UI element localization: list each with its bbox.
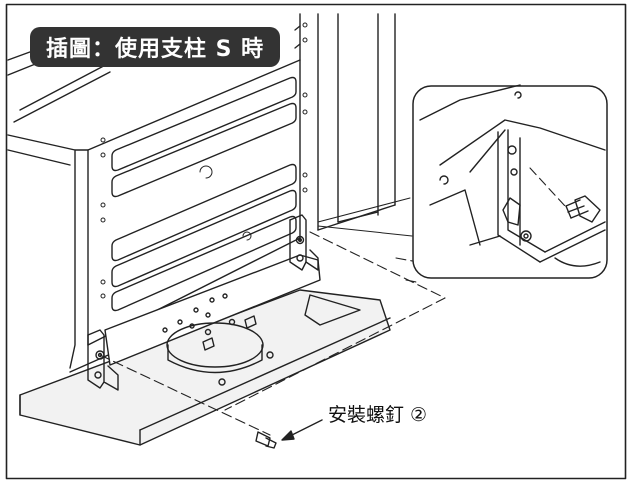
callout-arrowhead — [281, 430, 295, 441]
magnified-inset — [412, 84, 608, 279]
cable-clips — [202, 315, 257, 351]
callout-leader — [289, 419, 323, 437]
mounting-screw — [255, 431, 277, 449]
monitor-chassis — [7, 13, 396, 369]
screw-callout-label: 安裝螺釘 ② — [328, 404, 428, 426]
support-brackets — [87, 214, 319, 391]
zoom-leader-top — [317, 197, 411, 223]
stand-base — [19, 254, 391, 446]
zoom-leader-bottom — [317, 225, 413, 237]
chassis-holes — [100, 22, 308, 299]
figure-title: 插圖：使用支柱 S 時 — [30, 27, 281, 67]
